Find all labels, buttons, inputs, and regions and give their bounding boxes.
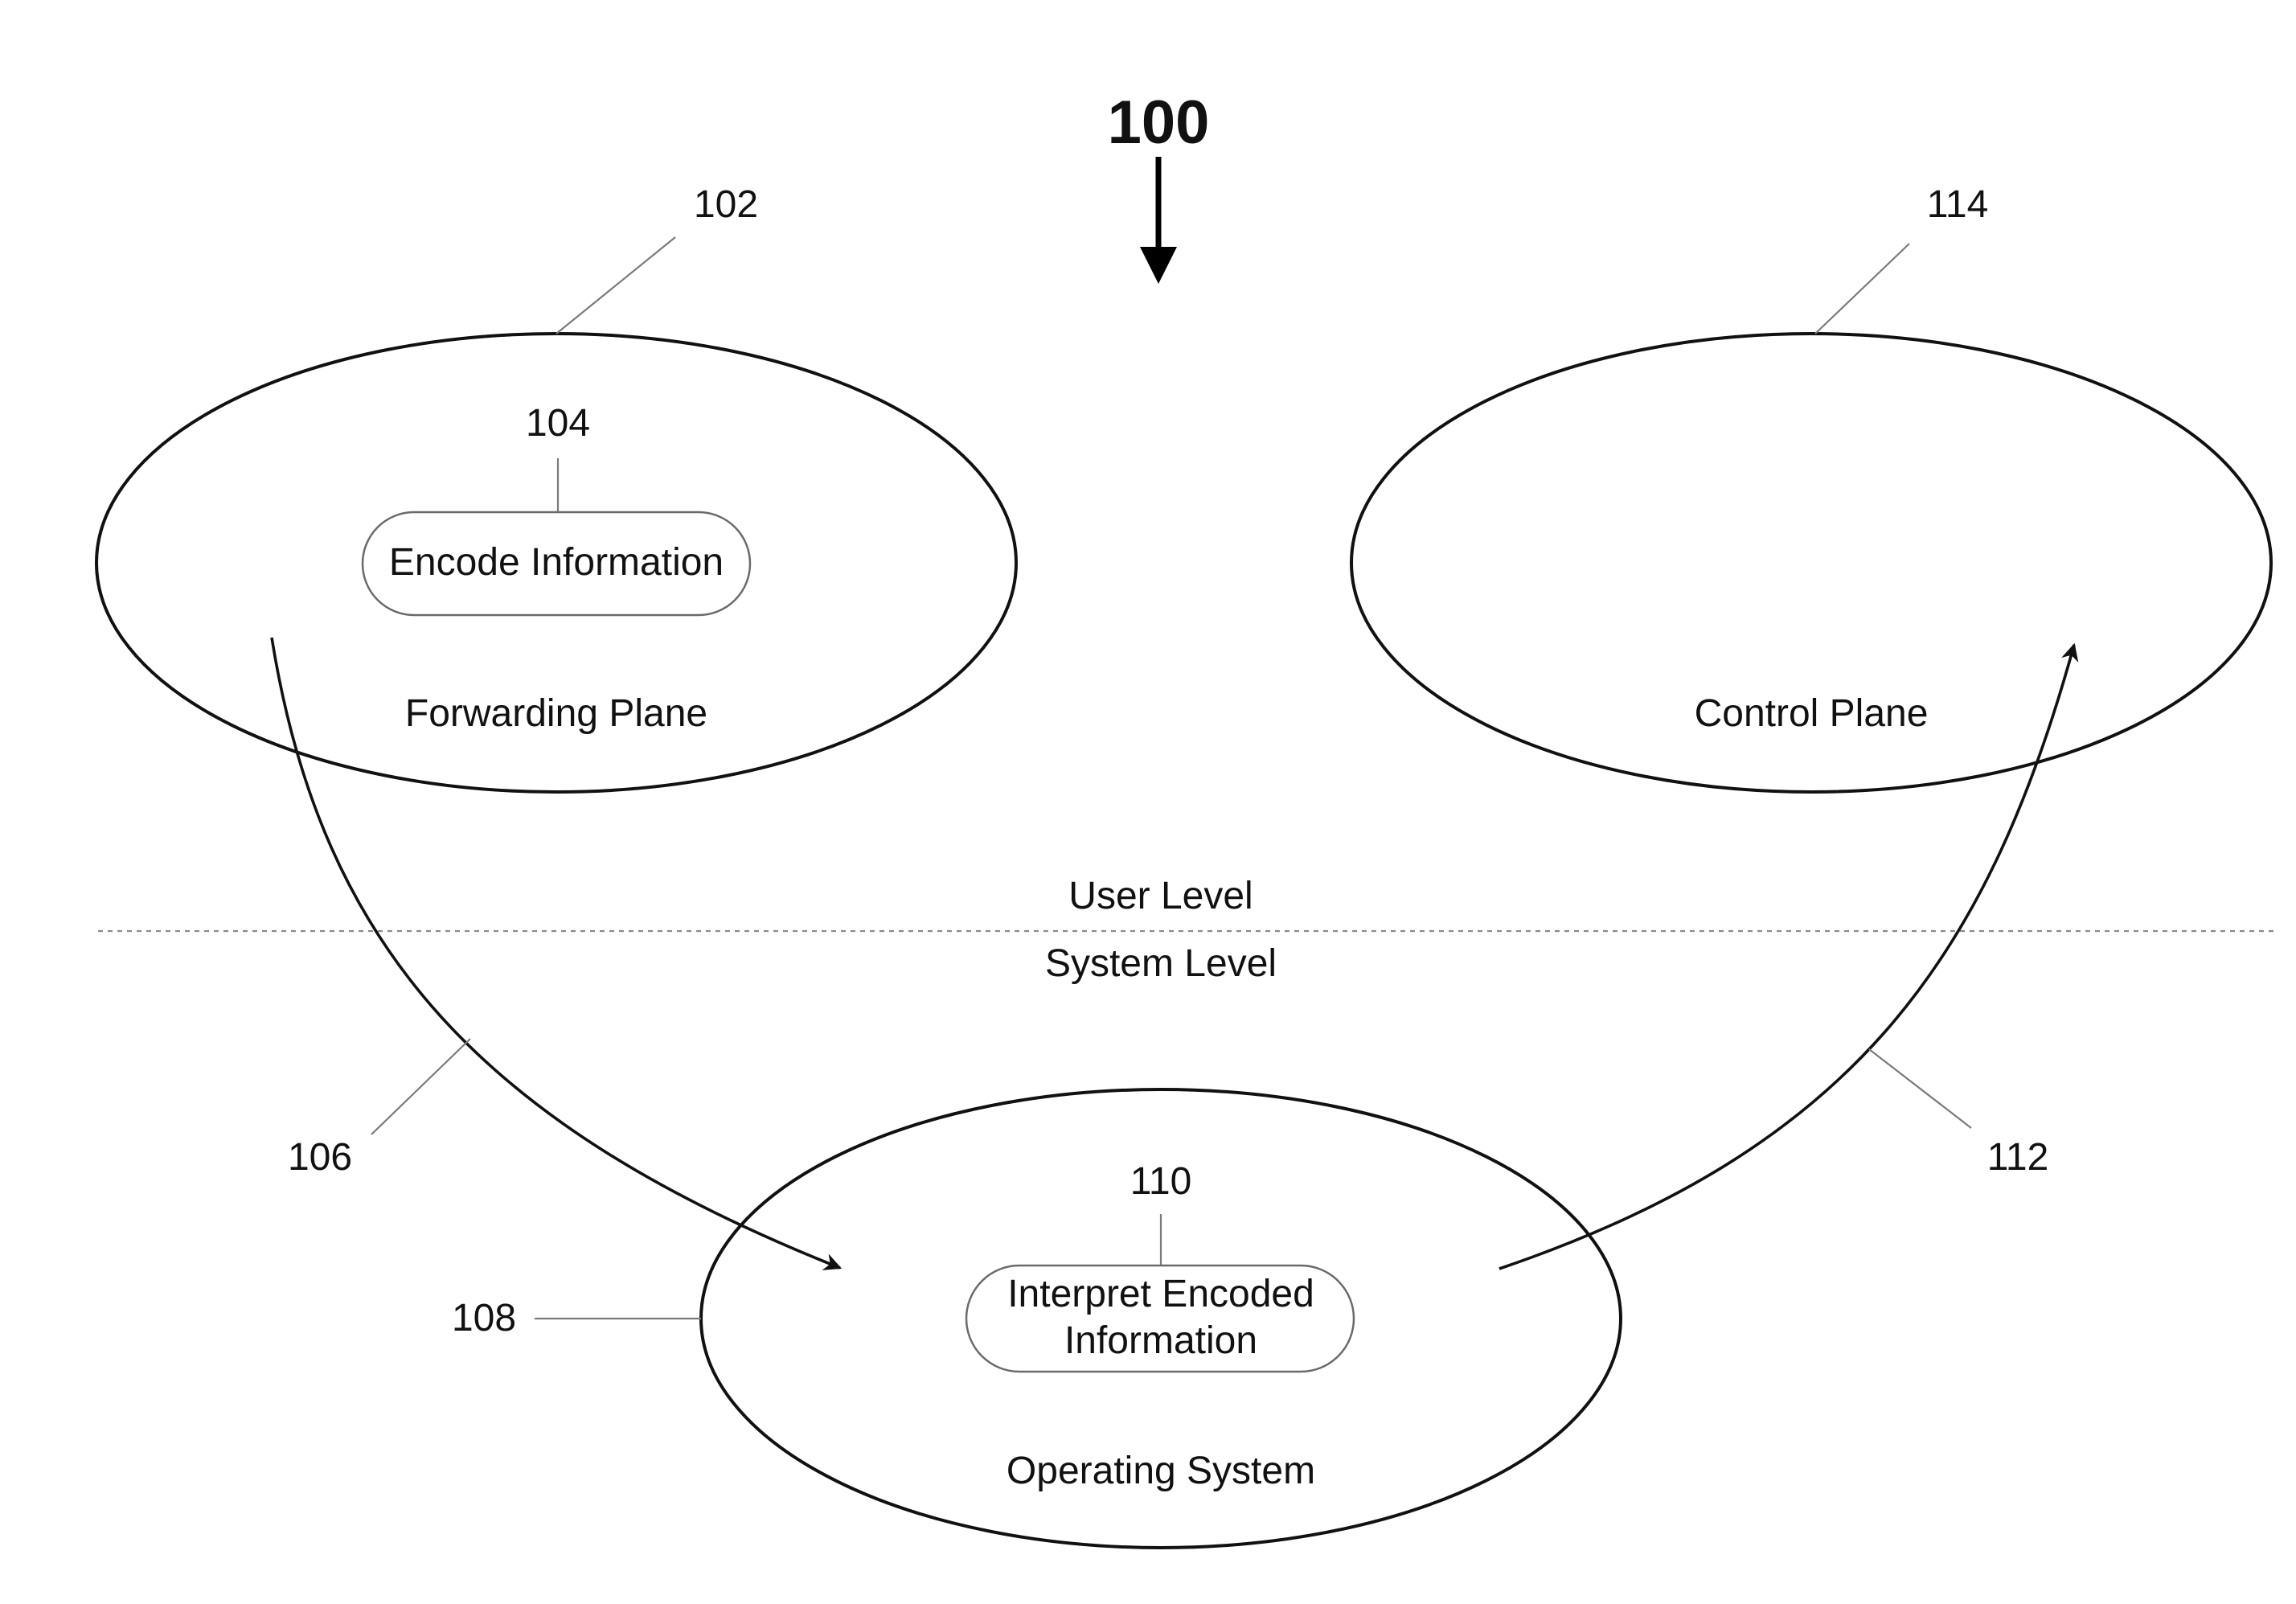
- control-plane-leader: [1815, 244, 1909, 334]
- forwarding-plane-leader: [556, 237, 675, 334]
- interpret-step-ref: 110: [1130, 1160, 1192, 1203]
- flow-to-control-leader: [1869, 1049, 1971, 1128]
- encode-step-ref: 104: [526, 402, 590, 445]
- interpret-encoded-label-line2: Information: [1064, 1319, 1257, 1362]
- interpret-encoded-label-line1: Interpret Encoded: [1007, 1273, 1314, 1315]
- system-level-label: System Level: [1045, 942, 1277, 985]
- figure-number: 100: [1108, 88, 1210, 157]
- encode-information-label: Encode Information: [389, 541, 724, 584]
- flow-to-os-leader: [371, 1039, 470, 1134]
- flow-to-control-ref: 112: [1987, 1136, 2049, 1179]
- control-plane-label: Control Plane: [1695, 692, 1929, 735]
- control-plane-ref: 114: [1927, 183, 1989, 226]
- control-plane-node: Control Plane: [1351, 334, 2271, 792]
- operating-system-ref: 108: [452, 1297, 516, 1339]
- operating-system-label: Operating System: [1007, 1450, 1315, 1492]
- forwarding-plane-label: Forwarding Plane: [405, 692, 707, 735]
- user-level-label: User Level: [1068, 875, 1253, 917]
- flow-to-os-ref: 106: [288, 1136, 352, 1179]
- forwarding-plane-ref: 102: [694, 183, 758, 226]
